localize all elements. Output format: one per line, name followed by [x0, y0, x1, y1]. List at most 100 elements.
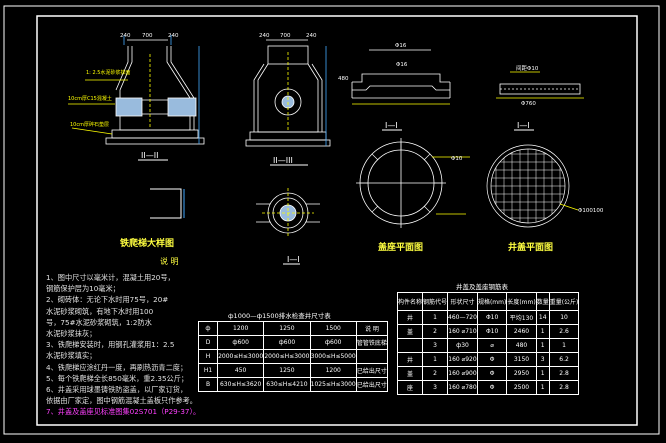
- note-line: 水泥砂浆填实；: [46, 351, 97, 361]
- table-cell: 2500: [506, 380, 537, 395]
- table-header-cell: 构件名称: [396, 292, 424, 311]
- table-cell: 450: [216, 363, 265, 378]
- title-ladder-detail: 铁爬梯大样图: [120, 239, 175, 249]
- table-a-caption: ф1000—ф1500排水检查井尺寸表: [228, 312, 331, 320]
- table-cell: 2000≤H≤3000: [263, 349, 311, 364]
- cover-section-a: [351, 49, 451, 105]
- table-cell: 1025≤H≤3000: [309, 377, 357, 392]
- title-lid-plan: 井盖平面图: [508, 243, 554, 253]
- table-row: 座 3 160 ⌀780 Φ 2500 1 2.8: [396, 380, 580, 395]
- table-cell: B: [198, 377, 218, 392]
- dim-spacing-phi10: 间距Φ10: [516, 64, 539, 72]
- table-cell: [396, 338, 424, 353]
- notes-heading: 说 明: [160, 257, 179, 266]
- table-cell: ф600: [216, 335, 265, 350]
- table-cell: 2.8: [548, 366, 580, 381]
- table-cell: 6.2: [548, 352, 580, 367]
- table-cell: 10: [548, 310, 580, 325]
- table-cell: 1200: [216, 321, 265, 336]
- table-cell: 1: [548, 338, 580, 353]
- table-cell: 1250: [263, 321, 311, 336]
- lid-plan: [486, 144, 579, 228]
- title-lid-section: I—I: [517, 121, 530, 130]
- table-cell: 460—720: [447, 310, 478, 325]
- table-cell: 3: [422, 338, 449, 353]
- table-cell: 盖: [396, 324, 424, 339]
- table-cell: 1500: [309, 321, 357, 336]
- note-line: 2、砌砖体：无论下水时用75号，20#: [46, 295, 169, 305]
- table-cell: 2: [422, 366, 449, 381]
- rebar-table: 构件名称 钢筋代号 形状尺寸 规格(mm) 长度(mm) 数量 重量(公斤) 井…: [396, 292, 580, 395]
- table-row: 盖 2 160 ⌀710 Φ10 2460 1 2.6: [396, 324, 580, 339]
- table-cell: 1: [422, 310, 449, 325]
- dim-phi100100: Φ100100: [578, 208, 604, 214]
- note-plaster: 1: 2.5水泥砂浆抹面: [86, 69, 130, 76]
- table-cell: 井: [396, 352, 424, 367]
- note-line: 4、铁爬梯应涂红丹一度，再刷热沥青二度；: [46, 362, 188, 372]
- note-line: 5、每个铁爬梯全长850毫米，重2.35公斤；: [46, 373, 189, 383]
- table-cell: 1: [535, 338, 550, 353]
- table-cell: 1: [422, 352, 449, 367]
- dim-240a: 240: [120, 33, 131, 39]
- table-row: H 2000≤H≤3000 2000≤H≤3000 3000≤H≤5000: [198, 349, 389, 364]
- table-cell: 1: [535, 380, 550, 395]
- inner-frame: [36, 15, 638, 426]
- table-cell: 3: [422, 380, 449, 395]
- dim-240d: 240: [306, 33, 317, 39]
- dim-phi10b: Φ10: [451, 156, 463, 162]
- table-row: ф 1200 1250 1500 说 明: [198, 321, 389, 336]
- table-row: 3 ф30 ⌀ 480 1 1: [396, 338, 580, 353]
- table-header-cell: 重量(公斤): [548, 292, 580, 311]
- dim-phi16b: Φ16: [396, 62, 408, 68]
- title-cover-section: I—I: [385, 121, 398, 130]
- dim-700b: 700: [280, 33, 291, 39]
- note-gravel: 10cm厚碎石垫层: [70, 121, 109, 128]
- section-ii-ii: [68, 35, 205, 145]
- table-cell: Φ10: [476, 310, 508, 325]
- dim-phi16a: Φ16: [395, 43, 407, 49]
- table-row: B 630≤H≤3620 630≤H≤4210 1025≤H≤3000 已给出尺…: [198, 377, 389, 392]
- table-cell: 14: [535, 310, 550, 325]
- table-cell: 平均130: [506, 310, 537, 325]
- table-cell: 1: [535, 366, 550, 381]
- dim-phi760: Φ760: [521, 101, 536, 107]
- table-cell: Φ: [476, 366, 508, 381]
- dim-240c: 240: [259, 33, 270, 39]
- table-cell: 480: [506, 338, 537, 353]
- table-cell: ф600: [263, 335, 311, 350]
- table-cell: D: [198, 335, 218, 350]
- table-cell: 1250: [263, 363, 311, 378]
- table-cell: 630≤H≤4210: [263, 377, 311, 392]
- table-cell: 1200: [309, 363, 357, 378]
- table-row: 井 1 160 ⌀920 Φ 3150 3 6.2: [396, 352, 580, 367]
- table-row: 井 1 460—720 Φ10 平均130 14 10: [396, 310, 580, 325]
- note-line: 号，75#水泥砂浆砌筑，1:2防水: [46, 317, 152, 327]
- table-cell: 2.8: [548, 380, 580, 395]
- table-cell: 2.6: [548, 324, 580, 339]
- table-header-cell: 数量: [535, 292, 550, 311]
- note-line: 水泥砂浆抹灰；: [46, 329, 97, 339]
- table-row: 盖 2 160 ⌀900 Φ 2950 1 2.8: [396, 366, 580, 381]
- table-header-cell: 规格(mm): [476, 292, 508, 311]
- table-cell: H: [198, 349, 218, 364]
- title-section-ii-iii: II—III: [273, 156, 293, 165]
- table-cell: 2950: [506, 366, 537, 381]
- table-header-cell: 形状尺寸: [447, 292, 478, 311]
- table-cell: 井: [396, 310, 424, 325]
- note-line: 3、铁爬梯安装时，用钢孔灌浆用1：2.5: [46, 340, 175, 350]
- lid-section-b: [496, 71, 584, 99]
- table-b-caption: 井盖及盖座钢筋表: [456, 283, 508, 291]
- table-cell: ф600: [309, 335, 357, 350]
- table-cell: 盖: [396, 366, 424, 381]
- table-cell: 160 ⌀920: [447, 352, 478, 367]
- table-cell: [355, 349, 389, 364]
- note-line: 水泥砂浆砌筑，有地下水时用100: [46, 306, 154, 316]
- table-row: H1 450 1250 1200 已给出尺寸: [198, 363, 389, 378]
- dim-240b: 240: [168, 33, 179, 39]
- table-cell: H1: [198, 363, 218, 378]
- outer-frame: [3, 5, 660, 435]
- table-cell: ф: [198, 321, 218, 336]
- title-cover-plan: 盖座平面图: [378, 243, 424, 253]
